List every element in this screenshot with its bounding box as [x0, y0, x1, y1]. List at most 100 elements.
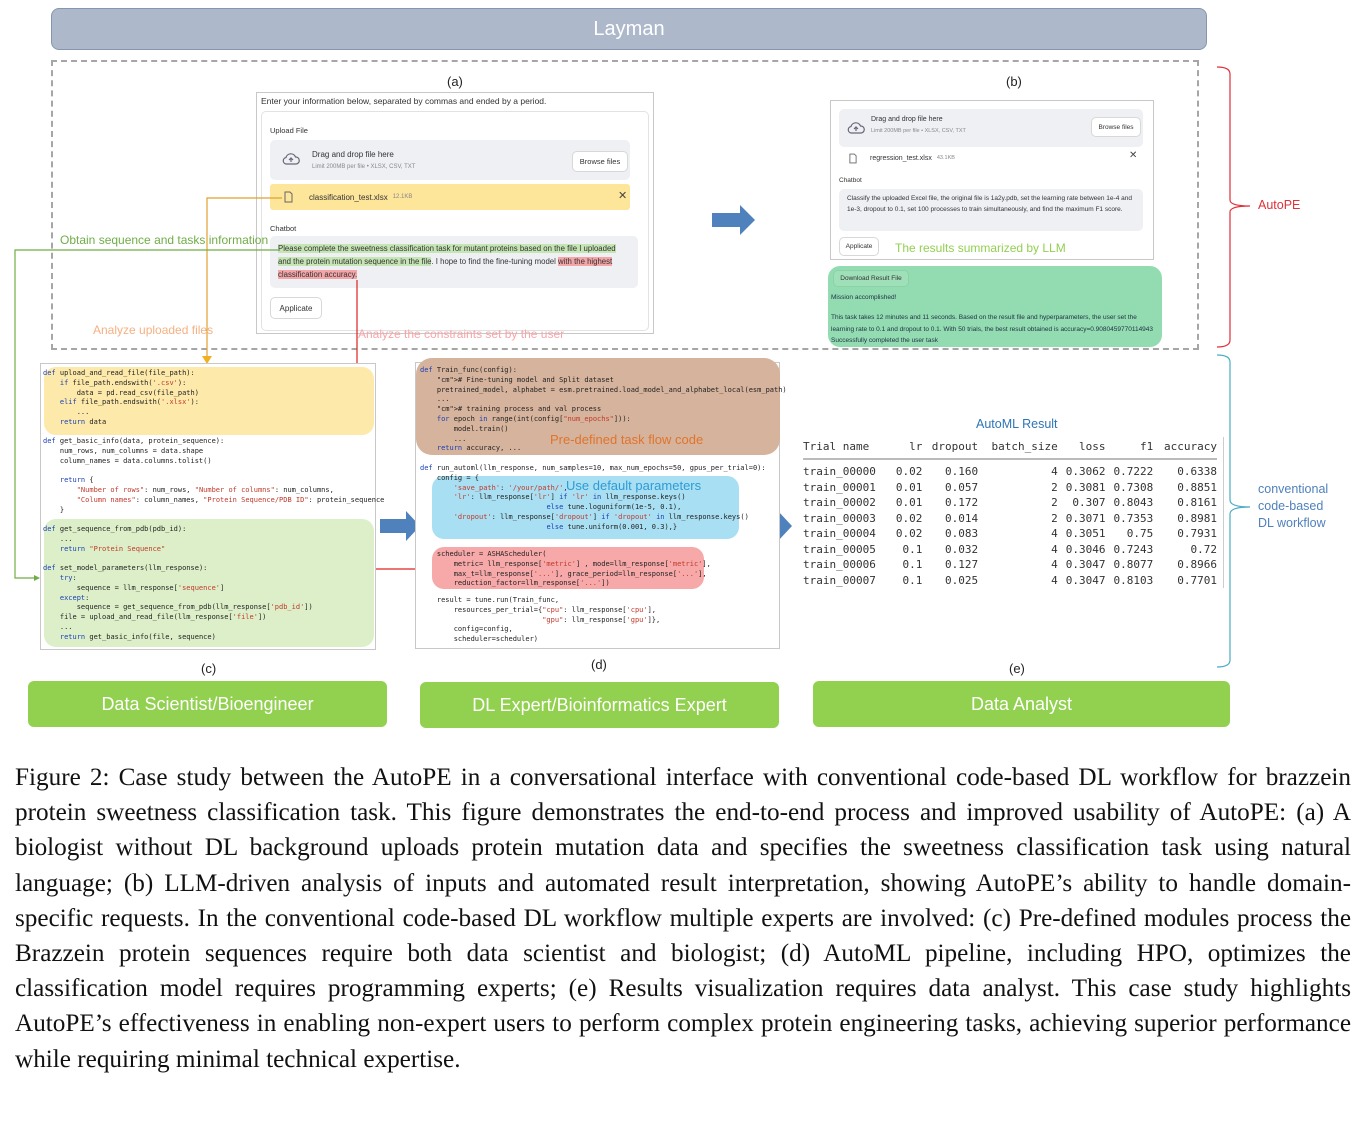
- table-cell: 0.02: [895, 465, 923, 478]
- code-line: sequence = get_sequence_from_pdb(llm_res…: [43, 603, 313, 612]
- column-header-lr: lr: [890, 437, 923, 460]
- code-line: ...: [420, 434, 467, 443]
- panel-label-d: (d): [591, 657, 607, 672]
- column-header-dropout: dropout: [922, 437, 979, 460]
- table-cell: 4: [1051, 558, 1058, 571]
- table-cell: 0.02: [895, 511, 923, 525]
- code-line: [43, 466, 384, 476]
- table-cell: 0.3062: [1065, 465, 1106, 478]
- table-cell: 2: [1051, 511, 1058, 525]
- code-line: "cm"># Fine-tuning model and Split datas…: [436, 375, 614, 384]
- file-dropzone[interactable]: Drag and drop file here Limit 200MB per …: [270, 140, 630, 180]
- automl-result-title: AutoML Result: [976, 417, 1058, 431]
- applicate-button-b[interactable]: Applicate: [839, 237, 879, 256]
- result-summary-text: This task takes 12 minutes and 11 second…: [831, 314, 1154, 344]
- chatbot-input[interactable]: Please complete the sweetness classifica…: [270, 236, 638, 288]
- chatbot-input-b[interactable]: Classify the uploaded Excel file, the or…: [839, 189, 1143, 231]
- highlight-model-params: [44, 519, 374, 647]
- table-cell: 0.014: [945, 511, 979, 525]
- file-icon: [849, 153, 857, 163]
- browse-files-button[interactable]: Browse files: [1091, 117, 1141, 137]
- table-cell: 4: [1051, 465, 1058, 478]
- table-cell: 0.7701: [1177, 573, 1217, 587]
- code-line: sequence = llm_response['sequence']: [43, 583, 225, 592]
- remove-file-icon[interactable]: ✕: [1129, 150, 1138, 161]
- code-line: data = pd.read_csv(file_path): [43, 388, 199, 397]
- orange-arrowhead: [202, 356, 212, 364]
- table-cell: 4: [1051, 527, 1058, 540]
- table-cell: train_00005: [803, 542, 876, 556]
- applicate-button[interactable]: Applicate: [270, 297, 322, 319]
- annotation-predefined: Pre-defined task flow code: [550, 432, 704, 447]
- table-cell: 0.8043: [1113, 496, 1154, 509]
- role-data-analyst: Data Analyst: [813, 681, 1230, 727]
- table-cell: 0.01: [895, 480, 923, 494]
- arrow-c-to-d: [380, 511, 420, 541]
- highlight-scheduler: [432, 547, 704, 589]
- code-line: max_t=llm_response['...'], grace_period=…: [420, 569, 707, 578]
- table-cell: 0.025: [945, 573, 979, 587]
- code-line: scheduler = ASHAScheduler(: [420, 550, 547, 558]
- code-line: else tune.loguniform(1e-5, 0.1),: [546, 503, 682, 512]
- code-line: def upload_and_read_file(file_path):: [43, 369, 195, 377]
- table-cell: train_00007: [803, 573, 876, 587]
- code-line: }: [43, 505, 65, 514]
- code-line: 'dropout': llm_response['dropout'] if 'd…: [453, 512, 749, 521]
- table-cell: 2: [1051, 496, 1058, 509]
- table-cell: 0.75: [1126, 527, 1154, 540]
- table-cell: 0.7931: [1177, 527, 1217, 540]
- table-cell: 0.8981: [1177, 511, 1217, 525]
- table-cell: 0.8851: [1177, 480, 1217, 494]
- table-cell: 0.8103: [1113, 573, 1154, 587]
- table-cell: 0.3046: [1065, 542, 1106, 556]
- panel-b-form: Drag and drop file here Limit 200MB per …: [830, 100, 1154, 260]
- uploaded-file-row: classification_test.xlsx 12.1KB ✕: [270, 184, 630, 210]
- code-line: resources_per_trial={"cpu": llm_response…: [420, 605, 657, 614]
- file-size: 43.1KB: [936, 155, 955, 161]
- code-line: return "Protein Sequence": [59, 544, 166, 553]
- code-line: pretrained_model, alphabet = esm.pretrai…: [420, 385, 787, 394]
- code-line: else tune.uniform(0.001, 0.3),}: [546, 522, 678, 531]
- code-panel-d: def Train_func(config): "cm"># Fine-tuni…: [415, 358, 787, 649]
- table-cell: 0.172: [945, 496, 979, 509]
- table-cell: 0.7222: [1113, 465, 1154, 478]
- column-header-loss: loss: [1057, 437, 1106, 460]
- table-cell: 4: [1051, 542, 1058, 556]
- table-cell: 0.6338: [1177, 465, 1217, 478]
- code-line: ...: [420, 395, 450, 404]
- panel-label-b: (b): [1006, 74, 1022, 89]
- file-dropzone-b[interactable]: Drag and drop file here Limit 200MB per …: [839, 109, 1143, 147]
- chat-plain: . I hope to find the fine-tuning model: [431, 257, 559, 266]
- layman-label: Layman: [593, 17, 665, 40]
- column-header-trial-name: Trial name: [803, 437, 891, 460]
- form-card: Upload File Drag and drop file here Limi…: [261, 111, 649, 331]
- code-line: if file_path.endswith('.csv'):: [59, 378, 187, 387]
- role-data-scientist: Data Scientist/Bioengineer: [28, 681, 387, 727]
- table-cell: 0.1: [902, 573, 923, 587]
- code-panel-c: def upload_and_read_file(file_path): if …: [40, 363, 384, 650]
- chatbot-label: Chatbot: [839, 177, 862, 184]
- download-result-button[interactable]: Download Result File: [833, 270, 909, 287]
- conventional-line-1: conventional: [1258, 482, 1329, 496]
- code-block-run-automl: def run_automl(llm_response, num_samples…: [420, 464, 766, 533]
- table-cell: 0.7243: [1113, 542, 1154, 556]
- column-header-batch-size: batch_size: [978, 437, 1058, 460]
- code-line: def run_automl(llm_response, num_samples…: [420, 464, 766, 472]
- browse-files-button[interactable]: Browse files: [572, 151, 628, 172]
- code-line: "Number of rows": num_rows, "Number of c…: [76, 485, 334, 494]
- panel-label-c: (c): [201, 661, 217, 676]
- table-cell: 0.8077: [1113, 558, 1154, 571]
- table-cell: 0.160: [945, 465, 979, 478]
- annotation-analyze-constraints: Analyze the constraints set by the user: [358, 327, 565, 341]
- table-cell: 0.307: [1072, 496, 1106, 509]
- remove-file-icon[interactable]: ✕: [618, 190, 628, 202]
- autope-brace: [1216, 66, 1251, 348]
- annotation-obtain-sequence: Obtain sequence and tasks information: [60, 233, 269, 247]
- table-cell: train_00004: [803, 527, 876, 540]
- code-line: "cm"># training process and val process: [436, 405, 602, 414]
- code-line: return data: [59, 417, 107, 426]
